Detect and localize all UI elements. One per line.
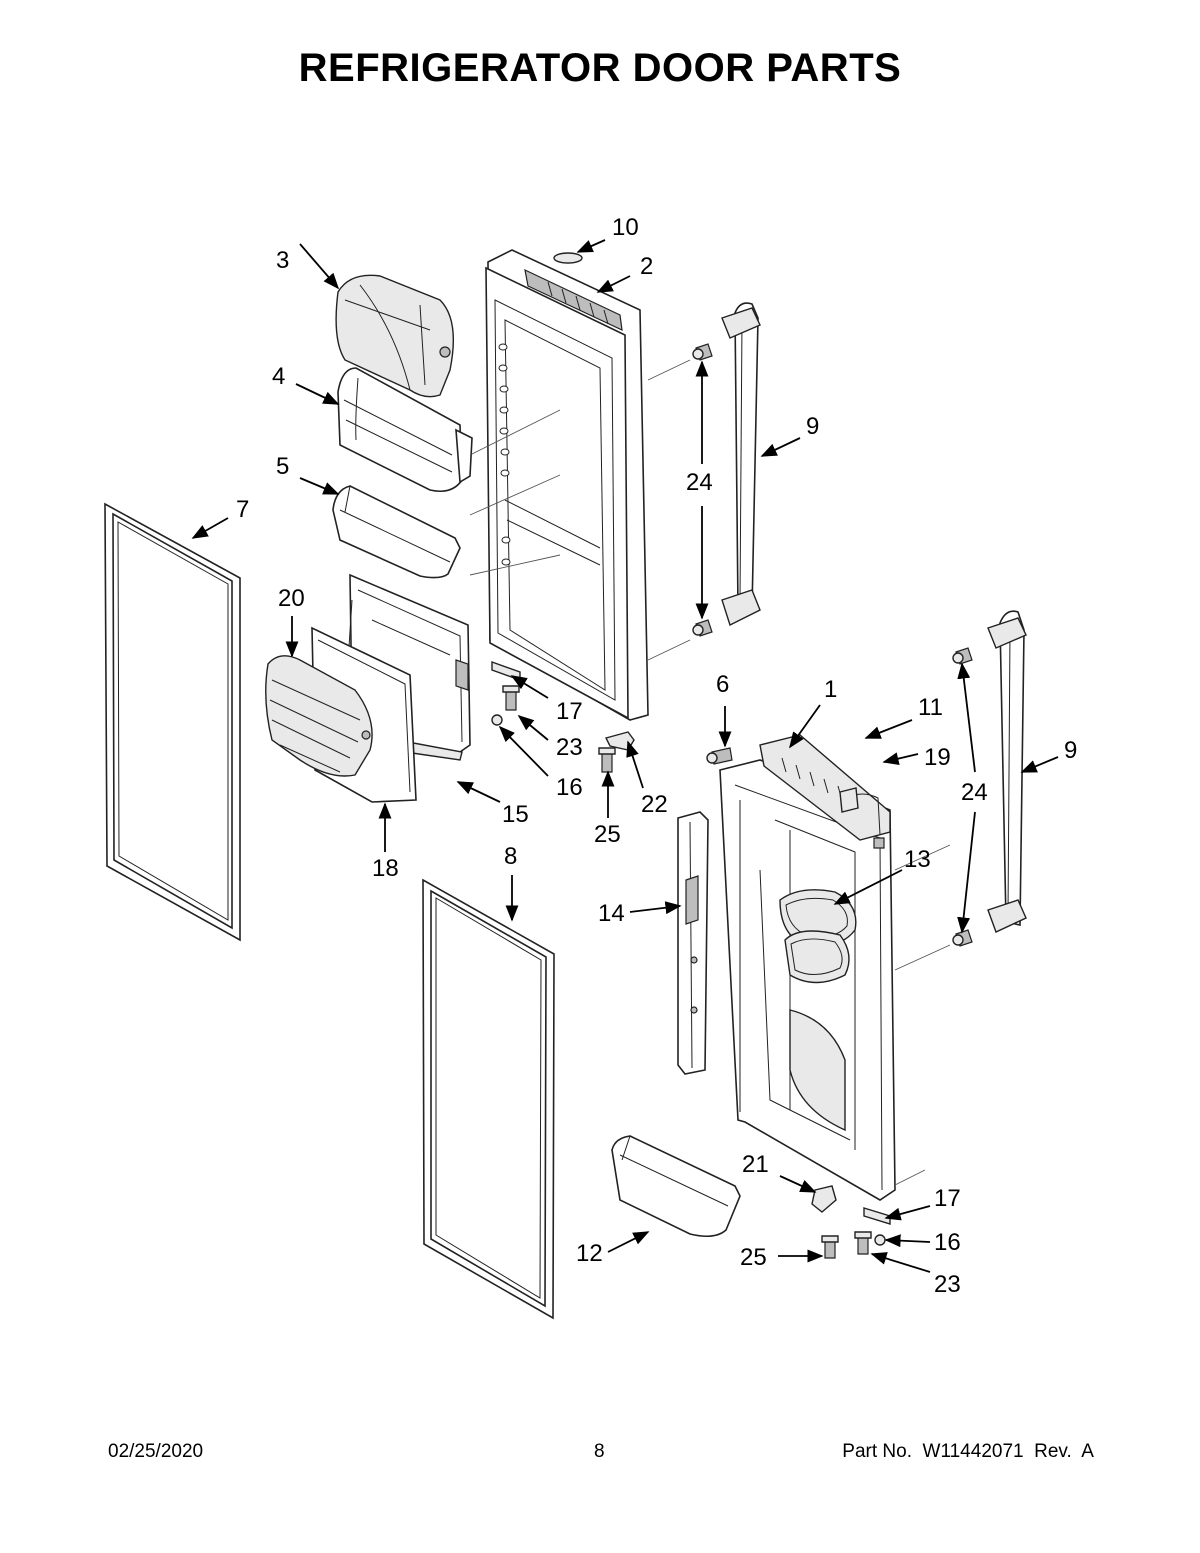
door-liner-part-2 [469,249,691,721]
callout-3: 3 [276,247,289,274]
callout-17-right: 17 [934,1185,961,1212]
stop-part-21 [811,1185,837,1213]
callout-labels: 10 2 3 4 9 24 5 7 20 17 23 16 6 1 11 19 … [236,214,1077,1298]
gasket-part-7 [104,502,241,942]
door-bin-part-4 [337,367,473,493]
handle-part-9-left [721,302,761,626]
callout-10: 10 [612,214,639,241]
handle-part-9-right [987,610,1027,933]
water-tube-part-11 [839,787,881,836]
callout-24-left: 24 [686,469,713,496]
door-channel-part-14 [677,811,709,1075]
screw-part-6 [706,747,733,765]
callout-9-left: 9 [806,413,819,440]
callout-8: 8 [504,843,517,870]
page-title: REFRIGERATOR DOOR PARTS [298,46,902,90]
ice-bin-part-18-20 [265,626,417,803]
callout-11: 11 [918,694,943,721]
door-bin-part-5 [332,485,461,579]
callout-16-right: 16 [934,1229,961,1256]
callout-7: 7 [236,496,249,523]
bushing-part-16-left [491,714,503,726]
bin-cover-part-3 [335,274,455,398]
mounting-stud-part-24-left [692,343,713,637]
callout-14: 14 [598,900,625,927]
footer-page-number: 8 [594,1441,605,1462]
screw-part-23-right [854,1231,872,1255]
door-bin-part-12 [611,1135,741,1238]
callout-20: 20 [278,585,305,612]
callout-13: 13 [904,846,931,873]
fitting-part-19 [873,837,885,849]
callout-21: 21 [742,1151,769,1178]
callout-12: 12 [576,1240,603,1267]
callout-16-left: 16 [556,774,583,801]
screw-part-25-right [821,1235,839,1259]
callout-6: 6 [716,671,729,698]
gasket-part-8 [422,878,555,1320]
callout-24-right: 24 [961,779,988,806]
callout-9-right: 9 [1064,737,1077,764]
leader-lines [191,239,1059,1273]
dispenser-cup-part-13 [779,889,857,984]
callout-19: 19 [924,744,951,771]
screw-part-25-left [598,747,616,773]
hinge-part-17-right [863,1207,891,1225]
callout-15: 15 [502,801,529,828]
callout-25-right: 25 [740,1244,767,1271]
gasket-part-10 [553,252,583,264]
bushing-part-16-right [874,1234,886,1246]
callout-18: 18 [372,855,399,882]
callout-5: 5 [276,453,289,480]
footer-part-number: Part No. W11442071 Rev. A [842,1441,1094,1462]
callout-22: 22 [641,791,668,818]
footer-date: 02/25/2020 [108,1441,204,1462]
callout-23-right: 23 [934,1271,961,1298]
callout-23-left: 23 [556,734,583,761]
callout-2: 2 [640,253,653,280]
screw-part-23-left [502,685,520,711]
callout-25-left: 25 [594,821,621,848]
callout-4: 4 [272,363,285,390]
callout-17-left: 17 [556,698,583,725]
callout-1: 1 [824,676,837,703]
